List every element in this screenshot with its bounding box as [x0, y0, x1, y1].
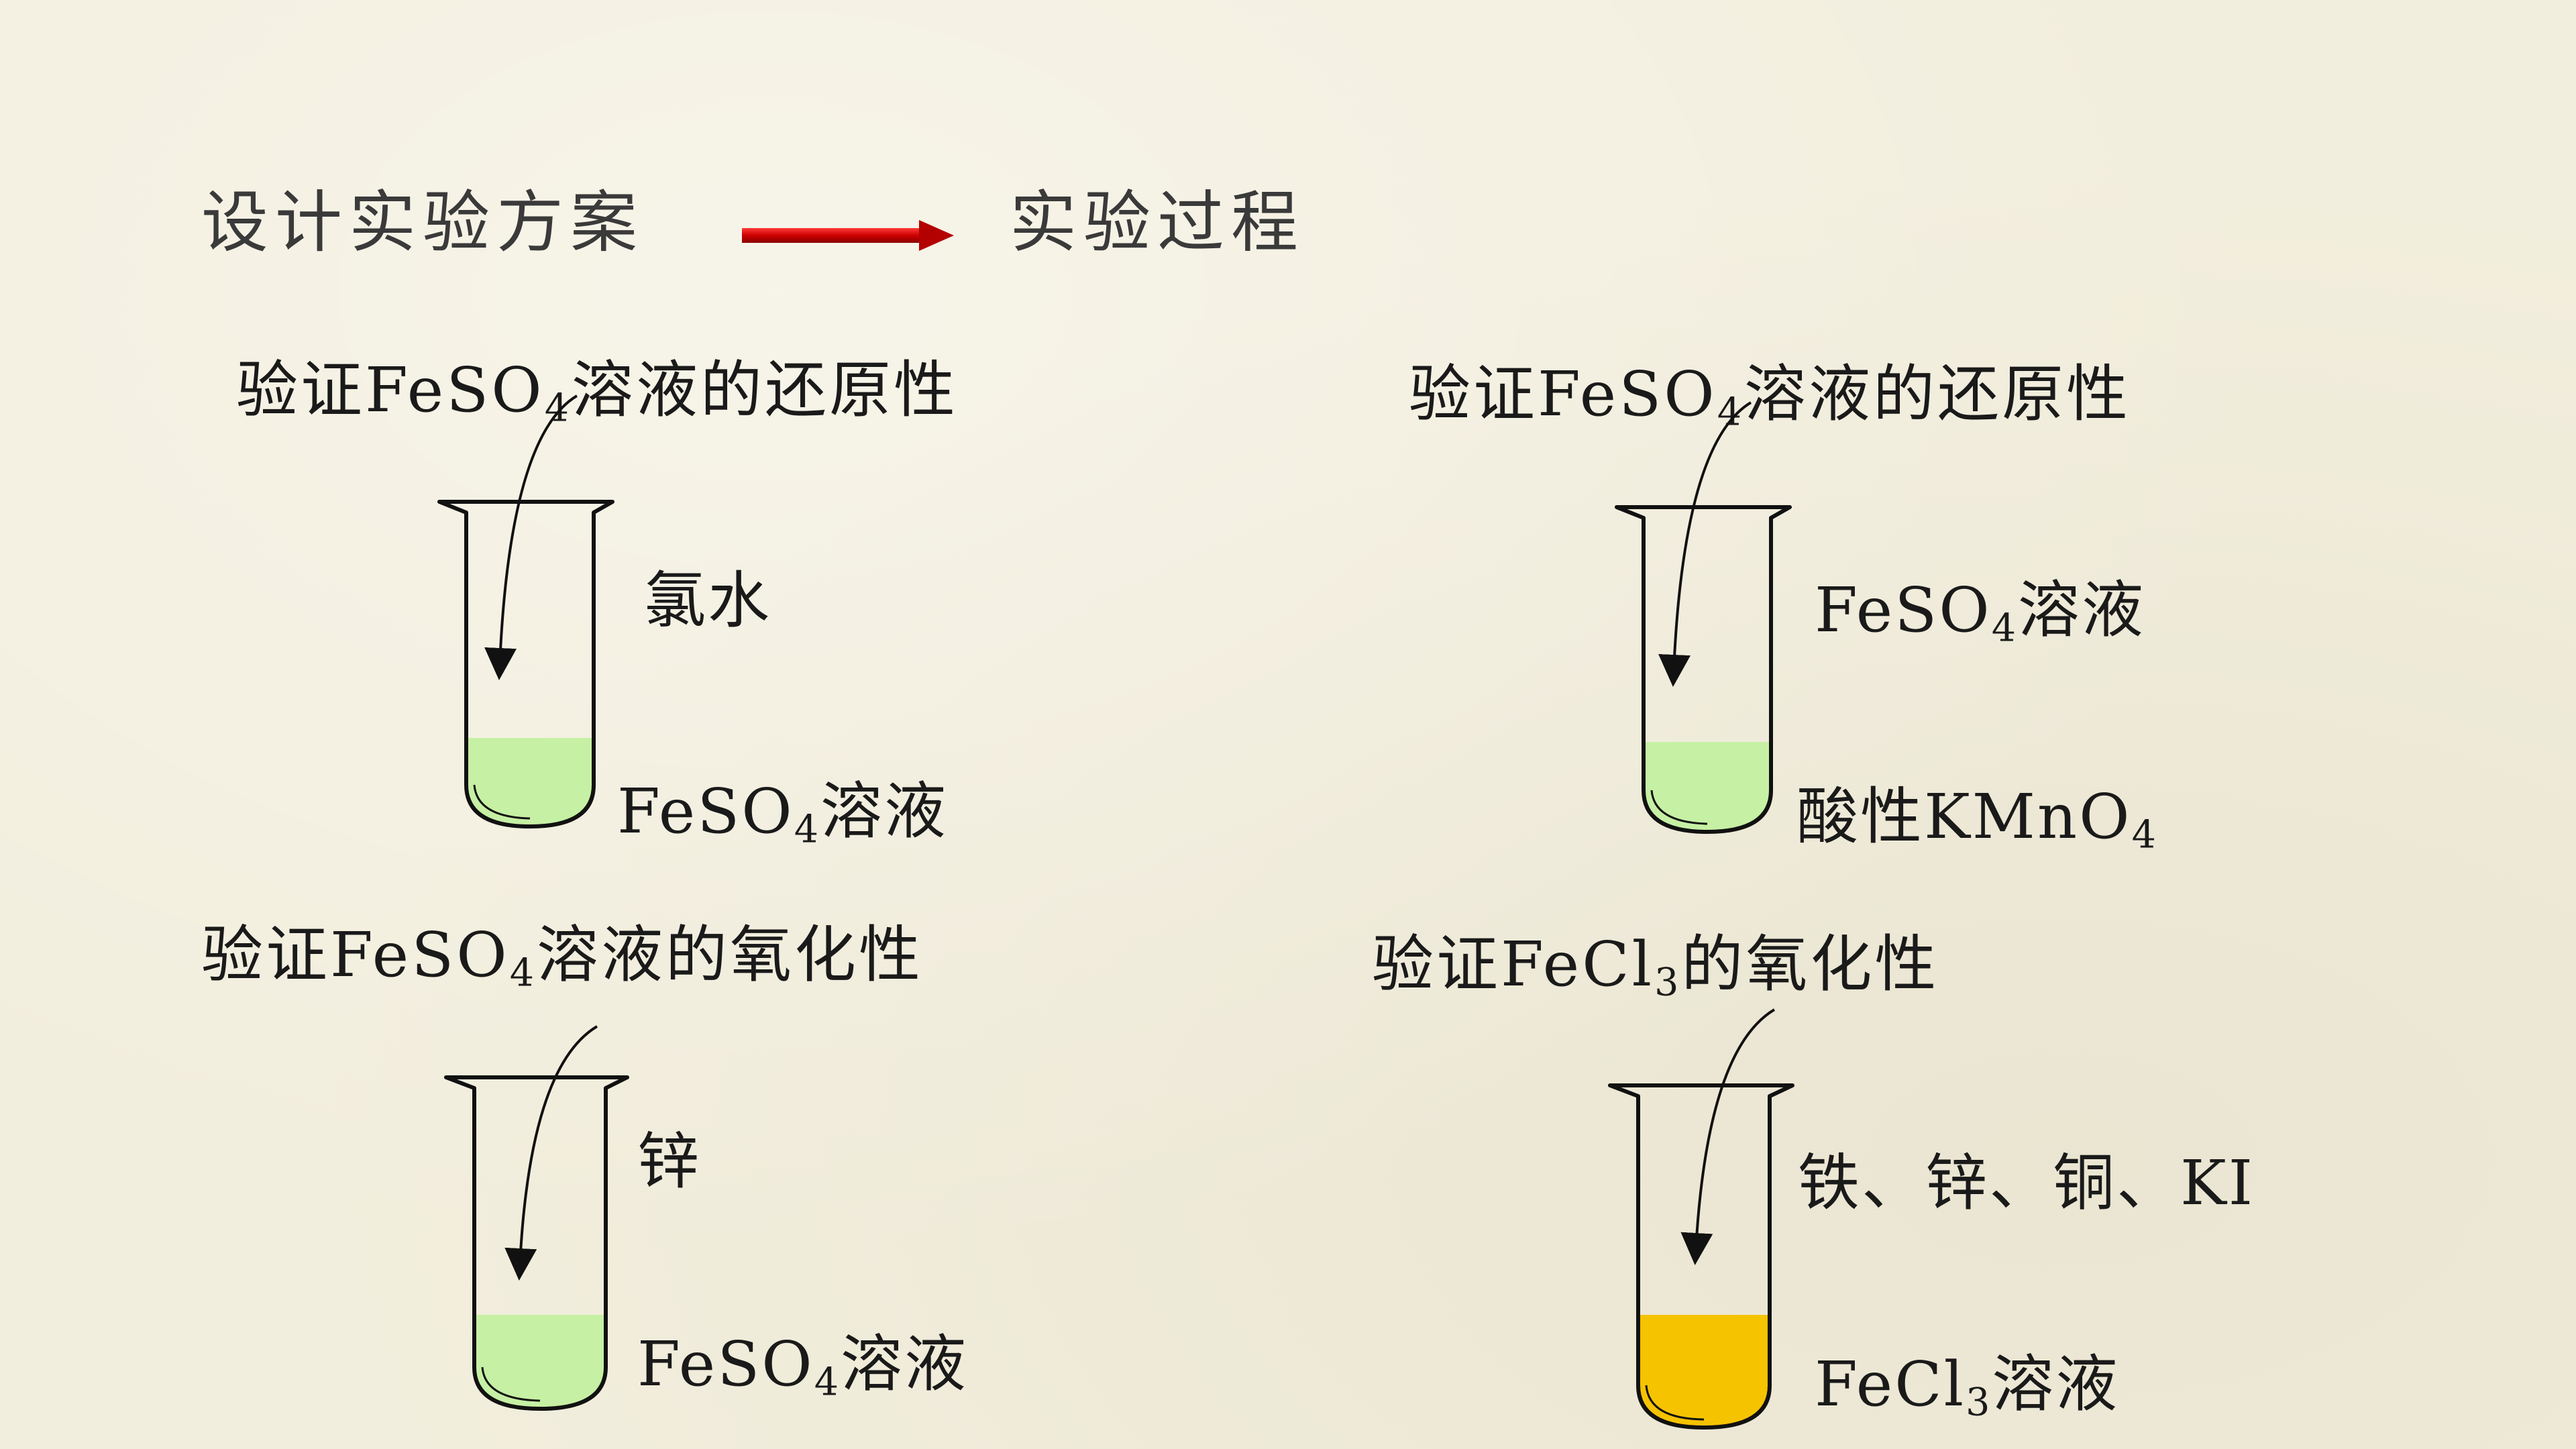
experiment-4-reagent: 铁、锌、铜、KI: [1798, 1147, 2255, 1219]
test-tube-4: [1608, 1083, 1794, 1430]
header-design-plan: 设计实验方案: [201, 183, 644, 262]
dropper-arrow-2: [1658, 401, 1752, 687]
test-tube-1: [437, 500, 614, 828]
experiment-3-title: 验证FeSO4溶液的氧化性: [201, 919, 924, 996]
header-arrow-icon: [742, 220, 954, 251]
header-experiment-process: 实验过程: [1010, 183, 1305, 262]
experiment-1-title: 验证FeSO4溶液的还原性: [236, 354, 959, 431]
dropper-arrow-4: [1680, 1008, 1776, 1265]
experiment-1-reagent: 氯水: [644, 565, 772, 637]
experiment-1-solution: FeSO4溶液: [617, 775, 949, 852]
experiment-4-title: 验证FeCl3的氧化性: [1372, 928, 1939, 1005]
experiment-4-solution: FeCl3溶液: [1815, 1348, 2120, 1425]
test-tube-2: [1615, 505, 1792, 834]
test-tube-3: [444, 1075, 629, 1411]
experiment-3-solution: FeSO4溶液: [637, 1328, 969, 1405]
experiment-2-solution: 酸性KMnO4: [1796, 781, 2158, 857]
dropper-arrow-1: [484, 394, 578, 680]
dropper-arrow-3: [504, 1025, 598, 1281]
experiment-2-reagent: FeSO4溶液: [1815, 574, 2146, 651]
experiment-3-reagent: 锌: [637, 1126, 702, 1197]
